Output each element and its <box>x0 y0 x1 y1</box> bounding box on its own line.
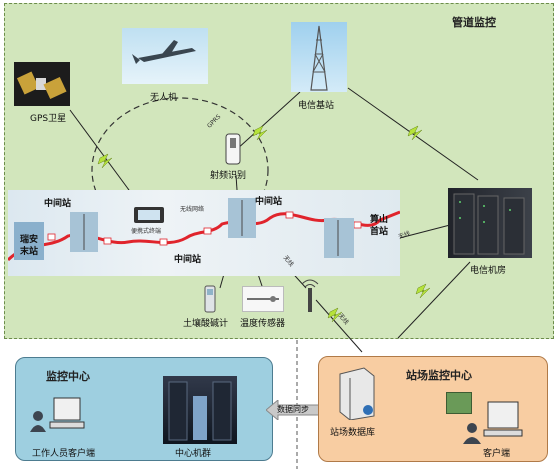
station-mid-center-top-label: 中间站 <box>255 197 283 207</box>
gps-satellite-image <box>14 62 70 106</box>
ph-meter-icon <box>204 285 216 313</box>
tower-icon <box>310 25 328 91</box>
portable-terminal-image <box>132 205 166 225</box>
telecom-tower-label: 电信基站 <box>298 101 335 111</box>
monitor-center-title: 监控中心 <box>46 370 90 383</box>
client-pc-icon-2 <box>463 401 523 444</box>
satellite-icon <box>16 71 67 100</box>
station-db-image <box>336 366 378 421</box>
ph-meter-image <box>202 284 218 314</box>
tower-rfid-link <box>235 91 301 151</box>
temp-sensor-label: 温度传感器 <box>240 319 286 329</box>
rfid-image <box>222 132 244 166</box>
uav-image <box>122 28 208 84</box>
pipeline-route <box>6 198 401 262</box>
data-sync-label: 数据同步 <box>277 405 309 414</box>
network-board-image <box>446 392 472 414</box>
station-ruian-label-2: 末站 <box>20 247 39 257</box>
worker-client-image <box>28 392 86 438</box>
uav-label: 无人机 <box>150 93 178 103</box>
station-suanshan-label-1: 算山 <box>370 215 389 225</box>
server-rack-icon <box>453 193 525 255</box>
telecom-tower-image <box>291 22 347 92</box>
uav-icon <box>132 40 196 64</box>
client-label: 客户端 <box>483 449 511 459</box>
worker-client-label: 工作人员客户端 <box>32 449 96 459</box>
server-cluster-label: 中心机群 <box>175 449 212 459</box>
temp-sensor-image <box>242 286 284 312</box>
station-ruian-label-1: 瑞安 <box>20 235 39 245</box>
terminal-icon <box>134 207 164 223</box>
gps-label: GPS卫星 <box>30 114 67 124</box>
database-server-icon <box>339 367 375 421</box>
station-mid-left-label: 中间站 <box>44 199 72 209</box>
client-image <box>460 398 524 448</box>
antenna-center-link <box>315 299 363 353</box>
station-suanshan-label-2: 首站 <box>370 227 389 237</box>
pipeline-monitoring-area <box>4 3 554 339</box>
pipeline-map <box>6 190 401 276</box>
portable-terminal-label: 便携式终端 <box>131 228 162 235</box>
antenna-icon <box>301 279 319 312</box>
server-cluster-image <box>163 376 237 444</box>
temp-sensor-icon <box>247 296 279 302</box>
ph-meter-label: 土壤酸碱计 <box>183 319 229 329</box>
rfid-label: 射频识别 <box>210 171 247 181</box>
telecom-room-image <box>448 188 532 258</box>
client-pc-icon <box>30 397 85 432</box>
room-center-link <box>397 261 471 339</box>
cluster-icon <box>168 381 232 441</box>
station-mid-center-bottom-label: 中间站 <box>174 255 202 265</box>
station-room-link <box>391 224 451 241</box>
station-db-label: 站场数据库 <box>330 428 376 438</box>
pipeline-monitoring-title: 管道监控 <box>452 16 496 29</box>
tower-room-link <box>347 87 479 181</box>
wireless-net-label: 无线网络 <box>180 206 205 213</box>
station-center-title: 站场监控中心 <box>406 369 472 382</box>
telecom-room-label: 电信机房 <box>470 266 507 276</box>
antenna-image <box>300 278 320 312</box>
rfid-icon <box>225 133 241 165</box>
